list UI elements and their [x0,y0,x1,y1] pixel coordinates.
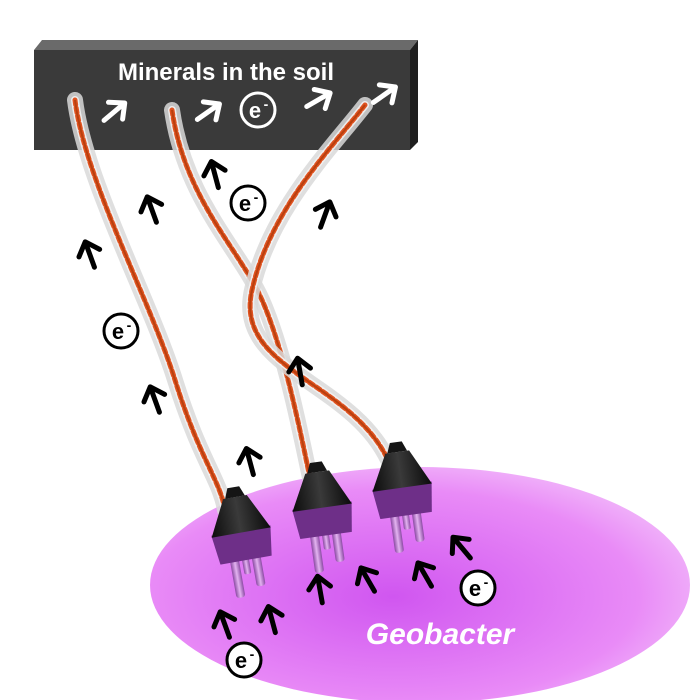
electron-charge: - [127,317,132,333]
electron-flow-arrow-light [304,86,333,112]
plug-prong [251,552,266,587]
nanowire-core-line [171,109,311,479]
plug-prong [411,507,425,542]
plug-prong [229,555,245,598]
electron-symbol: e [235,648,247,673]
cell-label: Geobacter [366,618,517,651]
electron-flow-arrow [449,534,473,561]
electron-flow-arrow [354,565,380,594]
plug-face [211,525,272,565]
electron-flow-arrow [312,199,339,230]
electron-symbol: e [249,98,261,123]
electron-badge: e- [229,184,267,222]
electron-flow-arrow [76,239,103,270]
electron-flow-arrow-light [370,82,398,106]
electron-symbol: e [239,191,251,216]
electron-badges: e-e-e-e-e- [102,91,497,679]
plug-strain-relief [387,441,408,454]
plug-strain-relief [225,486,245,499]
plug-face [292,501,352,540]
electron-flow-arrows [76,82,473,640]
nanowires [67,92,396,518]
nanowire [164,102,318,486]
electron-circle [239,91,277,129]
plug-prong [331,527,345,562]
plug-face [372,481,432,520]
electron-charge: - [484,574,489,590]
mineral-box-side [410,40,418,150]
plug-prong [309,530,324,573]
electron-flow-arrow [306,573,333,606]
cell-body [150,467,690,700]
electron-charge: - [250,646,255,662]
electron-circle [459,569,497,607]
electron-badge: e- [239,91,277,129]
electron-charge: - [254,189,259,205]
electron-flow-arrow [201,158,228,191]
electron-badge: e- [225,641,263,679]
electron-circle [225,641,263,679]
geobacter-cell: Geobacter [150,467,690,700]
electron-circle [102,312,140,350]
power-plug [372,441,432,553]
mineral-box-top [34,40,418,50]
electron-charge: - [264,96,269,112]
nanowire-core-line [74,99,226,511]
plug-body [211,495,271,538]
electron-flow-arrow [141,384,168,415]
plug-prong [389,510,404,553]
plug-body [372,450,432,492]
plug-strain-relief [307,461,328,474]
electron-flow-arrow [411,560,437,589]
electron-flow-arrow [138,194,165,225]
plug-body [292,470,352,512]
nanowire [242,97,396,468]
nanowire-core [247,102,391,463]
electron-circle [229,184,267,222]
electron-badge: e- [102,312,140,350]
electron-flow-arrow [211,609,238,640]
electron-flow-arrow [286,355,313,388]
electron-symbol: e [112,319,124,344]
electron-symbol: e [469,576,481,601]
power-plug [292,461,352,573]
mineral-box-label: Minerals in the soil [118,59,334,86]
electron-flow-arrow-light [194,99,222,123]
electron-badge: e- [459,569,497,607]
nanowire [67,92,233,518]
electron-flow-arrow [258,603,285,636]
electron-flow-arrow-light [101,99,128,123]
minerals-box: Minerals in the soil [34,40,418,150]
nanowire-core-line [249,104,389,461]
power-plug [211,486,272,598]
electron-flow-arrow [236,445,263,478]
plugs [211,441,432,598]
